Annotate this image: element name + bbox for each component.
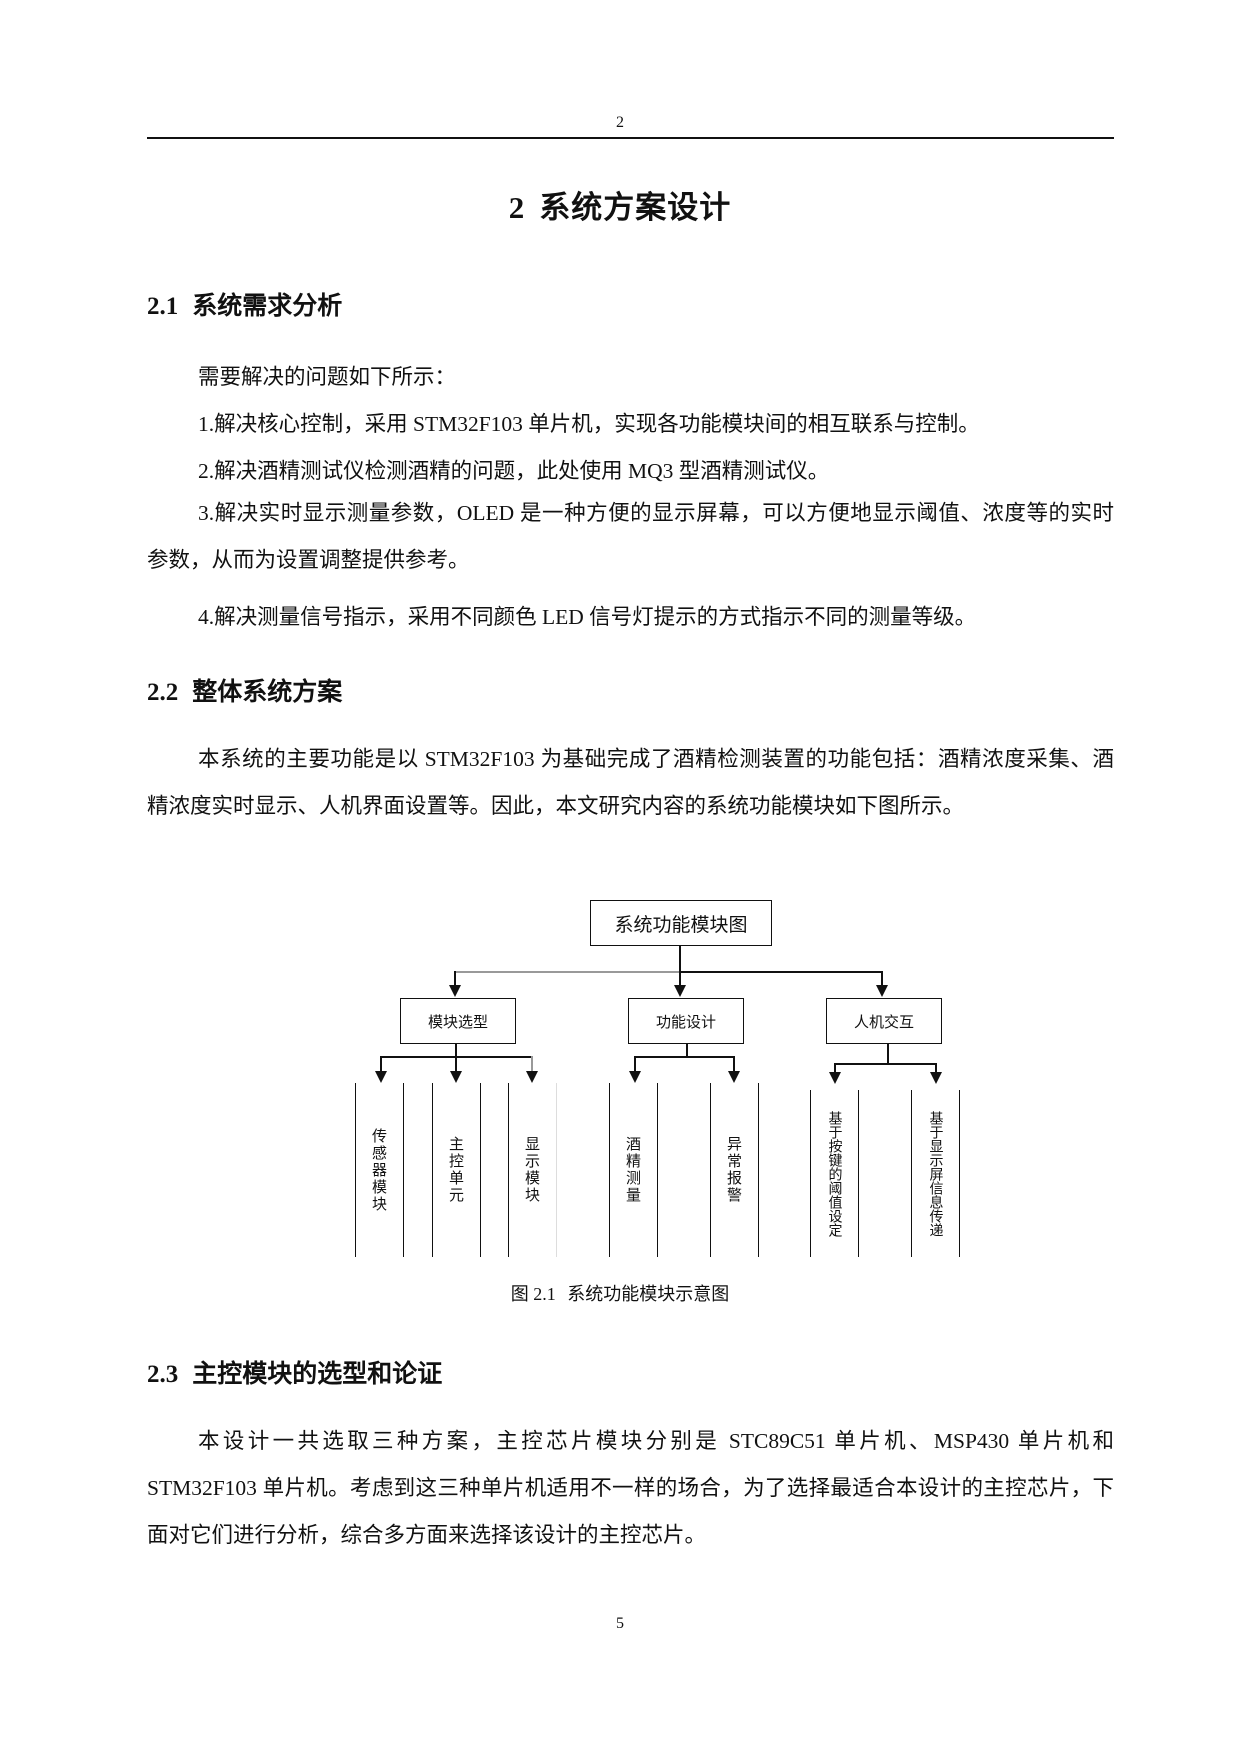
figure-caption-text: 系统功能模块示意图: [567, 1284, 730, 1305]
connector: [834, 1063, 936, 1065]
arrow-down-icon: [930, 1072, 942, 1084]
section-title: 系统需求分析: [192, 291, 343, 320]
overall-scheme-paragraph: 本系统的主要功能是以 STM32F103 为基础完成了酒精检测装置的功能包括：酒…: [147, 747, 1114, 818]
diagram-root-box: 系统功能模块图: [590, 900, 772, 946]
section-heading-2-3: 2.3 主控模块的选型和论证: [147, 1354, 442, 1390]
arrow-down-icon: [526, 1071, 538, 1083]
connector: [634, 1056, 636, 1071]
connector: [455, 1044, 457, 1057]
requirement-item-2: 2.解决酒精测试仪检测酒精的问题，此处使用 MQ3 型酒精测试仪。: [198, 459, 830, 483]
section-heading-2-1: 2.1 系统需求分析: [147, 286, 342, 322]
section-number: 2.3: [147, 1361, 179, 1388]
diagram-group-function-design: 功能设计: [628, 998, 744, 1044]
connector: [679, 971, 681, 987]
connector: [887, 1044, 889, 1064]
diagram-leaf-threshold-setting: 基于按键的阈值设定: [810, 1090, 859, 1257]
figure-number: 图 2.1: [510, 1284, 556, 1304]
arrow-down-icon: [375, 1071, 387, 1083]
diagram-leaf-display-module: 显示模块: [508, 1083, 557, 1257]
requirement-item-3: 3.解决实时显示测量参数，OLED 是一种方便的显示屏幕，可以方便地显示阈值、浓…: [147, 501, 1114, 572]
diagram-leaf-alcohol-measure: 酒精测量: [609, 1083, 658, 1257]
main-control-paragraph: 本设计一共选取三种方案，主控芯片模块分别是 STC89C51 单片机、MSP43…: [147, 1429, 1114, 1547]
requirements-intro: 需要解决的问题如下所示：: [198, 365, 457, 389]
arrow-down-icon: [450, 1071, 462, 1083]
section-title: 整体系统方案: [192, 677, 343, 706]
section-number: 2.2: [147, 679, 179, 706]
requirement-item-4: 4.解决测量信号指示，采用不同颜色 LED 信号灯提示的方式指示不同的测量等级。: [198, 605, 977, 629]
chapter-title: 2 系统方案设计: [0, 182, 1240, 227]
section-title: 主控模块的选型和论证: [192, 1359, 443, 1388]
arrow-down-icon: [449, 985, 461, 997]
connector: [679, 971, 882, 973]
diagram-leaf-display-info: 基于显示屏信息传递: [911, 1090, 960, 1257]
arrow-down-icon: [829, 1072, 841, 1084]
diagram-leaf-sensor-module: 传感器模块: [355, 1083, 404, 1257]
section-heading-2-2: 2.2 整体系统方案: [147, 672, 342, 708]
diagram-group-hci: 人机交互: [826, 998, 942, 1044]
connector: [380, 1056, 532, 1058]
connector: [834, 1063, 836, 1073]
arrow-down-icon: [629, 1071, 641, 1083]
connector: [531, 1056, 533, 1071]
connector: [634, 1056, 734, 1058]
figure-caption: 图 2.1 系统功能模块示意图: [0, 1280, 1240, 1306]
arrow-down-icon: [674, 985, 686, 997]
connector: [455, 1056, 457, 1071]
diagram-leaf-alarm: 异常报警: [710, 1083, 759, 1257]
header-rule: [147, 137, 1114, 139]
diagram-leaf-main-control: 主控单元: [432, 1083, 481, 1257]
arrow-down-icon: [728, 1071, 740, 1083]
connector: [733, 1056, 735, 1071]
connector: [454, 971, 456, 987]
chapter-title-text: 系统方案设计: [539, 190, 732, 226]
footer-page-number: 5: [616, 1615, 624, 1632]
section-number: 2.1: [147, 293, 179, 320]
chapter-number: 2: [508, 190, 526, 225]
requirement-item-1: 1.解决核心控制，采用 STM32F103 单片机，实现各功能模块间的相互联系与…: [198, 412, 980, 436]
connector: [454, 971, 680, 973]
connector: [935, 1063, 937, 1073]
connector: [881, 971, 883, 987]
connector: [686, 1044, 688, 1057]
connector: [679, 946, 681, 972]
diagram-group-module-selection: 模块选型: [400, 998, 516, 1044]
header-page-number: 2: [616, 114, 624, 131]
arrow-down-icon: [876, 985, 888, 997]
connector: [380, 1056, 382, 1071]
